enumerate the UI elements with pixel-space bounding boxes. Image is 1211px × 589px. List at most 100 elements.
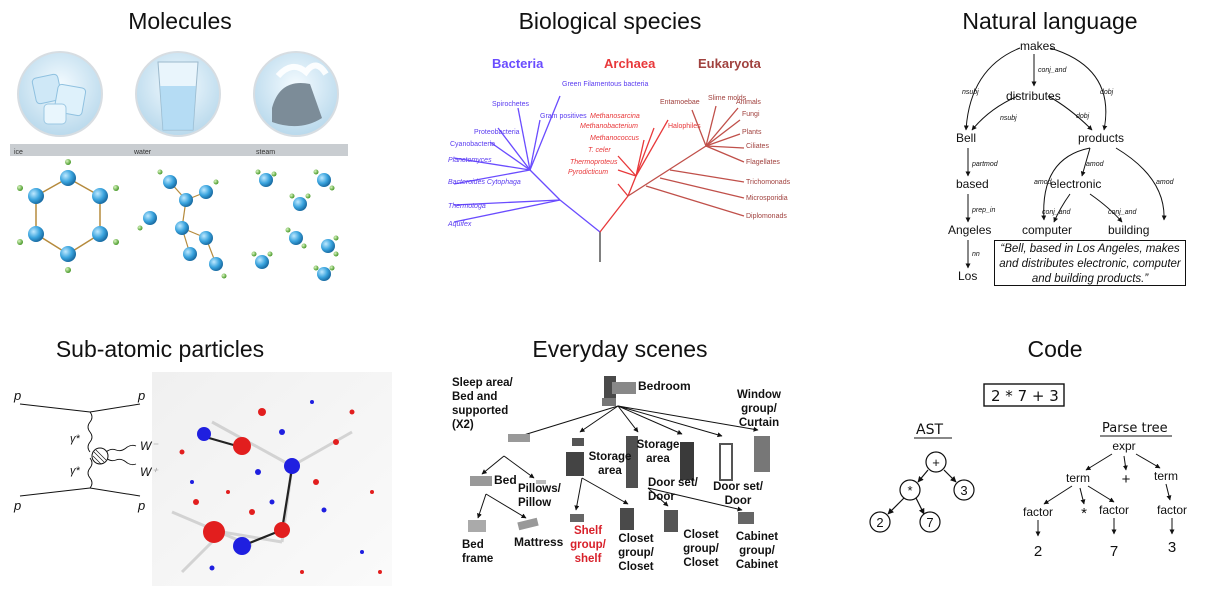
svg-text:Bacteroides Cytophaga: Bacteroides Cytophaga: [448, 179, 521, 186]
scene-node-door-1: Door set/ Door: [648, 477, 698, 503]
svg-text:factor: factor: [1023, 505, 1053, 519]
ice-photo: [17, 51, 103, 137]
svg-text:Bed: Bed: [494, 473, 517, 487]
svg-text:T. celer: T. celer: [588, 147, 611, 154]
domain-bacteria: Bacteria: [492, 56, 544, 71]
svg-text:conj_and: conj_and: [1108, 209, 1138, 216]
ast-labels: + * 3 2 7: [876, 455, 967, 530]
svg-text:3: 3: [1168, 539, 1176, 556]
svg-text:conj_and: conj_and: [1038, 67, 1068, 74]
water-molecules: [137, 169, 227, 279]
svg-text:electronic: electronic: [1050, 177, 1101, 191]
domain-eukaryota: Eukaryota: [698, 56, 762, 71]
scene-labels: Bedroom Sleep area/ Bed and supported (X…: [452, 377, 781, 573]
bacteria-branches: [453, 95, 601, 233]
parse-relations: conj_and nsubj nsubj dobj dobj partmod a…: [962, 67, 1175, 258]
scene-objects: [468, 434, 770, 532]
code-expression: 2 * 7 + 3: [991, 387, 1059, 405]
parse-tree-labels: expr term + term factor * factor factor …: [1023, 439, 1187, 560]
scene-node-closet-1: Closet group/ Closet: [618, 533, 654, 573]
svg-text:Animals: Animals: [736, 99, 761, 106]
sentence-text: “Bell, based in Los Angeles, makes and d…: [999, 243, 1181, 285]
scene-node-door-2: Door set/ Door: [713, 481, 763, 507]
scene-edges: [477, 405, 759, 519]
svg-text:Plants: Plants: [742, 129, 762, 136]
language-title: Natural language: [962, 8, 1138, 34]
svg-text:distributes: distributes: [1006, 89, 1061, 103]
particles-title: Sub-atomic particles: [55, 336, 265, 362]
svg-text:p: p: [13, 388, 21, 403]
svg-text:dobj: dobj: [1100, 89, 1114, 96]
svg-text:makes: makes: [1020, 39, 1055, 53]
svg-text:7: 7: [1110, 543, 1118, 560]
phylogenetic-tree: Bacteria Archaea Eukaryota Green Filamen…: [447, 56, 791, 262]
svg-text:Planctomyces: Planctomyces: [448, 157, 492, 164]
svg-text:*: *: [1081, 505, 1087, 522]
svg-text:Pyrodicticum: Pyrodicticum: [568, 169, 608, 176]
svg-text:γ*: γ*: [70, 465, 81, 477]
svg-text:Bedroom: Bedroom: [638, 379, 691, 393]
svg-text:Aquifex: Aquifex: [447, 221, 472, 228]
svg-text:nsubj: nsubj: [962, 89, 979, 96]
parse-tree-edges: [1035, 453, 1175, 537]
svg-text:expr: expr: [1112, 439, 1135, 453]
svg-text:Mattress: Mattress: [514, 535, 564, 549]
scene-node-storage-2: Storage area: [636, 439, 680, 465]
svg-text:term: term: [1066, 471, 1090, 485]
svg-text:partmod: partmod: [971, 161, 999, 168]
ice-lattice: [17, 159, 119, 273]
svg-text:p: p: [13, 498, 21, 513]
svg-text:Flagellates: Flagellates: [746, 159, 780, 166]
svg-text:Angeles: Angeles: [948, 223, 991, 237]
molecules-illustration: ice water steam: [10, 51, 348, 281]
scene-node-pillows: Pillows/ Pillow: [518, 483, 561, 509]
svg-text:2: 2: [1034, 543, 1042, 560]
sentence-box: “Bell, based in Los Angeles, makes and d…: [994, 240, 1186, 286]
svg-text:p: p: [137, 498, 145, 513]
svg-text:Fungi: Fungi: [742, 111, 760, 118]
svg-text:Entamoebae: Entamoebae: [660, 99, 700, 106]
svg-text:Methanobacterium: Methanobacterium: [580, 123, 638, 130]
svg-text:+: +: [1122, 471, 1131, 488]
svg-text:3: 3: [960, 483, 967, 498]
particle-event-display: [152, 372, 392, 586]
svg-text:*: *: [907, 483, 912, 498]
parse-tree-title: Parse tree: [1102, 421, 1168, 436]
water-photo: [135, 51, 221, 137]
svg-text:amod: amod: [1156, 179, 1175, 186]
scene-node-shelf: Shelf group/ shelf: [570, 525, 606, 565]
svg-text:7: 7: [926, 515, 933, 530]
steam-photo: [253, 51, 339, 137]
scene-node-window: Window group/ Curtain: [737, 389, 781, 429]
code-title: Code: [1027, 336, 1083, 362]
svg-text:Methanococcus: Methanococcus: [590, 135, 640, 142]
svg-text:Diplomonads: Diplomonads: [746, 213, 787, 220]
code-trees: 2 * 7 + 3 AST + * 3 2 7 Parse tree expr: [869, 383, 1187, 560]
svg-text:amod: amod: [1034, 179, 1053, 186]
svg-text:amod: amod: [1086, 161, 1105, 168]
svg-text:Cyanobacteria: Cyanobacteria: [450, 141, 495, 148]
svg-text:computer: computer: [1022, 223, 1072, 237]
molecules-label-steam: steam: [256, 149, 275, 156]
species-title: Biological species: [518, 8, 702, 34]
svg-text:prep_in: prep_in: [971, 207, 995, 214]
molecules-label-water: water: [133, 149, 152, 156]
svg-text:products: products: [1078, 131, 1124, 145]
svg-text:Proteobacteria: Proteobacteria: [474, 129, 520, 136]
steam-molecules: [251, 169, 339, 281]
svg-text:Microsporidia: Microsporidia: [746, 195, 788, 202]
svg-text:term: term: [1154, 469, 1178, 483]
scene-node-closet-2: Closet group/ Closet: [683, 529, 719, 569]
scenes-title: Everyday scenes: [532, 336, 708, 362]
svg-text:Ciliates: Ciliates: [746, 143, 769, 150]
dependency-parse: makes distributes Bell products based el…: [948, 39, 1175, 283]
eukaryota-labels: Entamoebae Slime molds Animals Fungi Pla…: [660, 95, 791, 220]
archaea-branches: [599, 119, 669, 233]
svg-text:factor: factor: [1099, 503, 1129, 517]
svg-text:Gram positives: Gram positives: [540, 113, 587, 120]
ast-tree: [869, 451, 975, 533]
eukaryota-branches: [627, 105, 745, 217]
ast-title: AST: [916, 422, 943, 438]
parse-words: makes distributes Bell products based el…: [948, 39, 1149, 283]
bedroom-icon: [602, 376, 636, 406]
